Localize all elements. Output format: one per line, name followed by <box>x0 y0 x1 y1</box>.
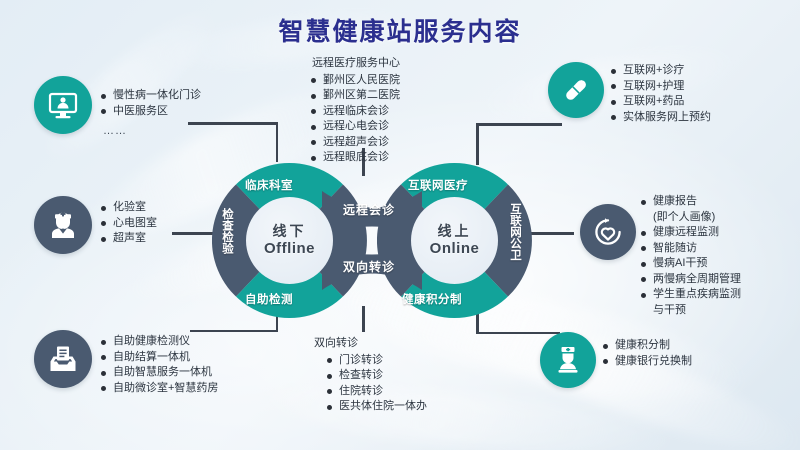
block-bottom-left: 自助健康检测仪 自助结算一体机 自助智慧服务一体机 自助微诊室+智慧药房 <box>100 334 218 396</box>
connector-mid-left <box>172 232 216 236</box>
list-item: 学生重点疾病监测 <box>640 287 741 303</box>
list-item: 健康报告 <box>640 194 741 210</box>
list-item: 远程超声会诊 <box>310 135 400 151</box>
connector-top-center <box>362 148 366 176</box>
connector-top-left <box>188 122 278 162</box>
list-item: 化验室 <box>100 200 157 216</box>
list-item: 鄞州区第二医院 <box>310 88 400 104</box>
segment-label-remote-consult: 远程会诊 <box>343 203 396 217</box>
doctor-icon <box>34 196 92 254</box>
block-mid-right: 健康报告 (即个人画像) 健康远程监测 智能随访 慢病AI干预 两慢病全周期管理… <box>640 194 741 318</box>
list-item: 远程临床会诊 <box>310 104 400 120</box>
list-item: 互联网+护理 <box>610 79 711 95</box>
nurse-icon <box>540 332 596 388</box>
list-item: 两慢病全周期管理 <box>640 272 741 288</box>
block-bottom-right: 健康积分制 健康银行兑换制 <box>602 338 692 369</box>
list-item: 医共体住院一体办 <box>326 399 427 415</box>
telemedicine-monitor-icon <box>34 76 92 134</box>
list-item: 健康积分制 <box>602 338 692 354</box>
list-item: 检查转诊 <box>326 368 427 384</box>
block-top-center: 远程医疗服务中心 鄞州区人民医院 鄞州区第二医院 远程临床会诊 远程心电会诊 远… <box>310 56 400 166</box>
list-item: 心电图室 <box>100 216 157 232</box>
block-top-left: 慢性病一体化门诊 中医服务区 …… <box>100 88 201 140</box>
connector-mid-right <box>528 232 574 236</box>
list-item: 中医服务区 <box>100 104 201 120</box>
list-item-continuation: (即个人画像) <box>653 210 716 223</box>
list-item: 智能随访 <box>640 241 741 257</box>
mid-right-list: 健康报告 (即个人画像) 健康远程监测 智能随访 慢病AI干预 两慢病全周期管理… <box>640 194 741 318</box>
segment-label-self-test: 自助检测 <box>245 294 293 306</box>
segment-label-health-points: 健康积分制 <box>402 294 462 306</box>
list-item: 住院转诊 <box>326 384 427 400</box>
mid-left-list: 化验室 心电图室 超声室 <box>100 200 157 247</box>
block-bottom-center: 双向转诊 门诊转诊 检查转诊 住院转诊 医共体住院一体办 <box>312 336 427 415</box>
list-item: 自助智慧服务一体机 <box>100 365 218 381</box>
list-item: 自助微诊室+智慧药房 <box>100 381 218 397</box>
segment-label-clinical: 临床科室 <box>245 180 293 192</box>
list-item: 超声室 <box>100 231 157 247</box>
list-item: 远程眼底会诊 <box>310 150 400 166</box>
list-item-continuation: 与干预 <box>653 303 686 316</box>
document-tray-icon <box>34 330 92 388</box>
list-item: 健康银行兑换制 <box>602 354 692 370</box>
pill-capsule-icon <box>548 62 604 118</box>
list-item: 互联网+药品 <box>610 94 711 110</box>
page-title: 智慧健康站服务内容 <box>278 18 522 46</box>
top-left-ellipsis: …… <box>103 125 127 137</box>
bottom-left-list: 自助健康检测仪 自助结算一体机 自助智慧服务一体机 自助微诊室+智慧药房 <box>100 334 218 396</box>
list-item: 远程心电会诊 <box>310 119 400 135</box>
crossover-links <box>322 191 422 290</box>
online-hole <box>411 197 498 284</box>
list-item: 门诊转诊 <box>326 353 427 369</box>
offline-label-cn: 线下 <box>272 223 307 239</box>
top-center-heading: 远程医疗服务中心 <box>312 57 400 69</box>
list-item: 实体服务网上预约 <box>610 110 711 126</box>
segment-label-two-way-referral: 双向转诊 <box>343 260 396 274</box>
bottom-right-list: 健康积分制 健康银行兑换制 <box>602 338 692 369</box>
list-item: 自助健康检测仪 <box>100 334 218 350</box>
segment-label-internet-public-health: 互联网公卫 <box>509 203 521 261</box>
top-right-list: 互联网+诊疗 互联网+护理 互联网+药品 实体服务网上预约 <box>610 63 711 125</box>
connector-bottom-center <box>362 306 366 332</box>
heart-monitor-icon <box>580 204 636 260</box>
list-item: 健康远程监测 <box>640 225 741 241</box>
list-item: 互联网+诊疗 <box>610 63 711 79</box>
segment-label-examination: 检查检验 <box>221 208 233 254</box>
offline-center-label: 线下 Offline <box>246 223 333 257</box>
online-label-en: Online <box>429 240 480 257</box>
block-mid-left: 化验室 心电图室 超声室 <box>100 200 157 247</box>
segment-label-internet-medical: 互联网医疗 <box>408 180 468 192</box>
offline-hole <box>246 197 333 284</box>
list-item: 自助结算一体机 <box>100 350 218 366</box>
infinity-diagram: 临床科室 检查检验 自助检测 互联网医疗 互联网公卫 健康积分制 远程会诊 双向… <box>212 163 532 318</box>
offline-label-en: Offline <box>264 240 315 257</box>
top-center-list: 鄞州区人民医院 鄞州区第二医院 远程临床会诊 远程心电会诊 远程超声会诊 远程眼… <box>310 73 400 166</box>
bottom-center-heading: 双向转诊 <box>314 337 358 349</box>
list-item: 慢病AI干预 <box>640 256 741 272</box>
top-left-list: 慢性病一体化门诊 中医服务区 <box>100 88 201 119</box>
bottom-center-list: 门诊转诊 检查转诊 住院转诊 医共体住院一体办 <box>312 353 427 415</box>
list-item: 慢性病一体化门诊 <box>100 88 201 104</box>
block-top-right: 互联网+诊疗 互联网+护理 互联网+药品 实体服务网上预约 <box>610 63 711 125</box>
connector-top-right <box>476 123 562 165</box>
list-item: 鄞州区人民医院 <box>310 73 400 89</box>
online-label-cn: 线上 <box>437 223 472 239</box>
online-center-label: 线上 Online <box>411 223 498 257</box>
